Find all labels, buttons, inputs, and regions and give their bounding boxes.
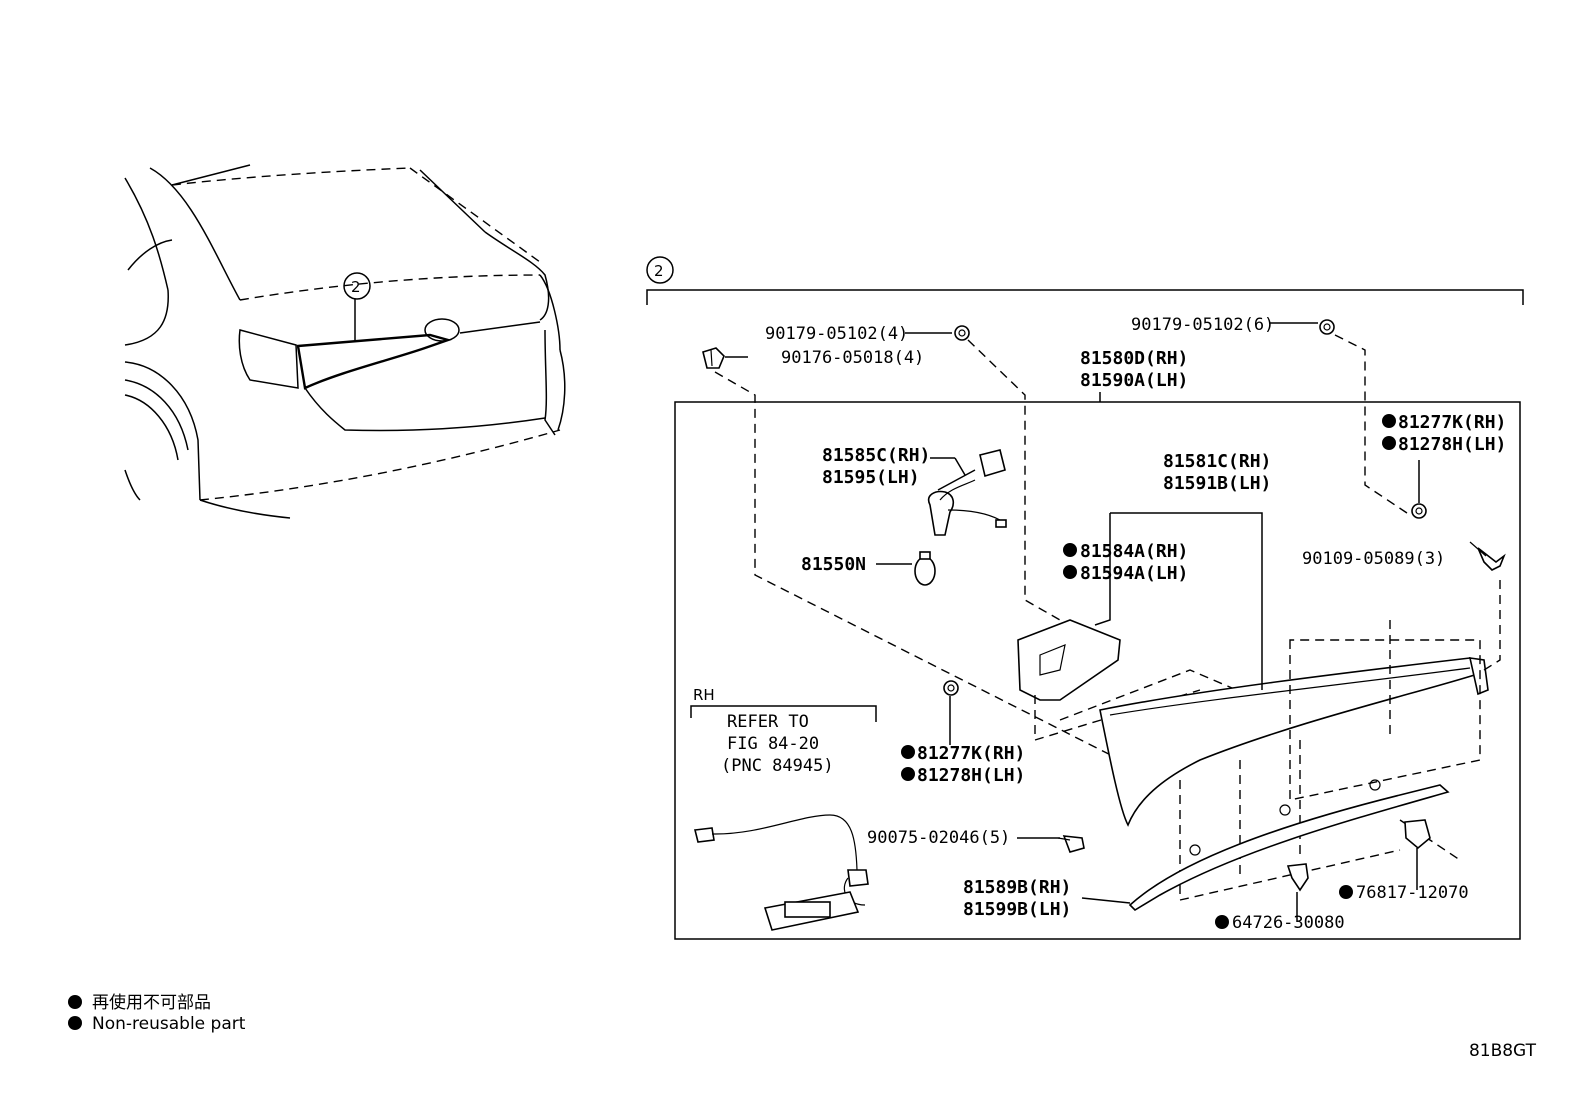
label-81590A: 81590A(LH) [1080, 370, 1188, 391]
rh-note-line3: (PNC 84945) [721, 756, 834, 776]
part-labels: 90179-05102(4) 90176-05018(4) 90179-0510… [693, 315, 1506, 933]
bulb-icon [914, 551, 936, 586]
label-81278H-top: 81278H(LH) [1398, 434, 1506, 455]
non-reusable-dot-icon [68, 1016, 82, 1030]
figure-code: 81B8GT [1468, 1041, 1536, 1061]
label-81550N: 81550N [801, 554, 866, 575]
label-81277K-top: 81277K(RH) [1398, 412, 1506, 433]
label-90176: 90176-05018(4) [781, 348, 924, 368]
exploded-view: 2 [646, 256, 1524, 940]
nut-icon [954, 325, 970, 341]
label-81278H-left: 81278H(LH) [917, 765, 1025, 786]
garnish-panel [1099, 657, 1489, 827]
non-reusable-marker [1339, 885, 1353, 899]
legend-japanese: 再使用不可部品 [68, 988, 211, 1013]
non-reusable-marker [1215, 915, 1229, 929]
label-90179-4: 90179-05102(4) [765, 324, 908, 344]
socket-connector [927, 449, 1007, 536]
non-reusable-marker [901, 767, 915, 781]
label-90075: 90075-02046(5) [867, 828, 1010, 848]
label-64726: 64726-30080 [1232, 913, 1345, 933]
label-81581C: 81581C(RH) [1163, 451, 1271, 472]
label-76817: 76817-12070 [1356, 883, 1469, 903]
label-81585C: 81585C(RH) [822, 445, 930, 466]
label-90179-6: 90179-05102(6) [1131, 315, 1274, 335]
overview-callout: 2 [351, 278, 361, 296]
label-81584A: 81584A(RH) [1080, 541, 1188, 562]
screw-icon [1469, 541, 1506, 571]
non-reusable-dot-icon [68, 995, 82, 1009]
rh-note-line2: FIG 84-20 [727, 734, 819, 754]
label-81594A: 81594A(LH) [1080, 563, 1188, 584]
non-reusable-marker [1382, 436, 1396, 450]
non-reusable-marker [1063, 565, 1077, 579]
non-reusable-marker [1063, 543, 1077, 557]
washer-icon [1411, 503, 1427, 519]
label-81277K-left: 81277K(RH) [917, 743, 1025, 764]
washer-icon [943, 680, 959, 696]
label-81589B: 81589B(RH) [963, 877, 1071, 898]
nut-icon [1319, 319, 1335, 335]
clip-icon [1404, 819, 1431, 850]
label-81591B: 81591B(LH) [1163, 473, 1271, 494]
clip-icon [1286, 863, 1309, 892]
label-81580D: 81580D(RH) [1080, 348, 1188, 369]
retainer-strip [1128, 779, 1450, 912]
lamp-housing [1017, 619, 1261, 741]
label-81599B: 81599B(LH) [963, 899, 1071, 920]
label-81595: 81595(LH) [822, 467, 920, 488]
non-reusable-marker [1382, 414, 1396, 428]
rh-side-label: RH [693, 686, 715, 704]
screw-icon [1057, 835, 1085, 853]
label-90109: 90109-05089(3) [1302, 549, 1445, 569]
rh-note-line1: REFER TO [727, 712, 809, 732]
group-callout: 2 [654, 262, 664, 280]
stud-nut-icon [702, 347, 725, 369]
non-reusable-marker [901, 745, 915, 759]
legend-english: Non-reusable part [68, 1014, 245, 1034]
car-rear-overview: 2 [124, 164, 566, 519]
